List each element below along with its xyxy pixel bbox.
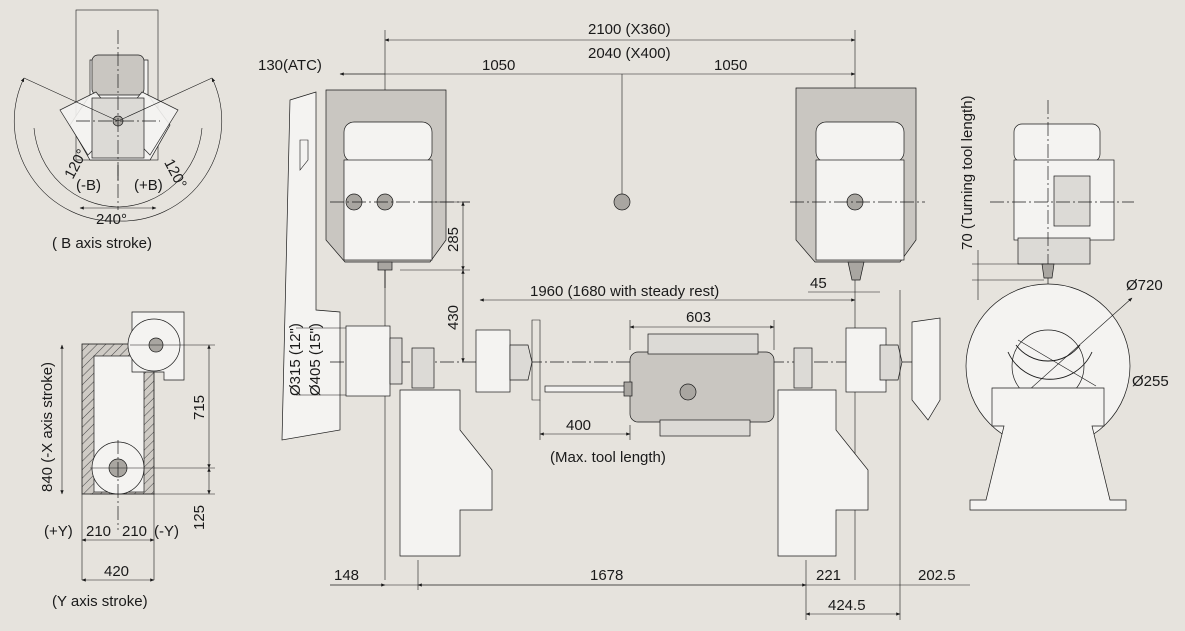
main-front-view: 2100 (X360) 2040 (X400) 130(ATC) 1050 10… xyxy=(258,21,970,620)
dim-1050-right: 1050 xyxy=(714,57,747,74)
dim-125: 125 xyxy=(191,505,208,530)
dim-420: 420 xyxy=(104,563,129,580)
plus-y-label: (+Y) xyxy=(44,523,73,540)
b-right-angle: 120° xyxy=(160,156,190,191)
dim-221: 221 xyxy=(816,567,841,584)
minus-y-label: (-Y) xyxy=(154,523,179,540)
dim-2100: 2100 (X360) xyxy=(588,21,671,38)
dim-1960: 1960 (1680 with steady rest) xyxy=(530,283,719,300)
b-plus-label: (+B) xyxy=(134,177,163,194)
dim-210-left: 210 xyxy=(86,523,111,540)
dim-1050-left: 1050 xyxy=(482,57,515,74)
xy-stroke-view: 840 (-X axis stroke) 715 125 (+Y) 210 21… xyxy=(39,311,215,610)
b-axis-caption: ( B axis stroke) xyxy=(52,235,152,252)
x-axis-stroke: 840 (-X axis stroke) xyxy=(39,362,56,492)
dim-430: 430 xyxy=(445,305,462,330)
side-view: 70 (Turning tool length) Ø720 Ø255 xyxy=(959,95,1169,511)
dim-603: 603 xyxy=(686,309,711,326)
dia-720: Ø720 xyxy=(1126,277,1163,294)
dim-1678: 1678 xyxy=(590,567,623,584)
dim-210-right: 210 xyxy=(122,523,147,540)
turning-tool-length: 70 (Turning tool length) xyxy=(959,95,976,250)
chuck-315: Ø315 (12") xyxy=(287,323,304,396)
max-tool-length: (Max. tool length) xyxy=(550,449,666,466)
dim-45: 45 xyxy=(810,275,827,292)
dim-2040: 2040 (X400) xyxy=(588,45,671,62)
dim-atc: 130(ATC) xyxy=(258,57,322,74)
dim-424-5: 424.5 xyxy=(828,597,866,614)
dim-148: 148 xyxy=(334,567,359,584)
dim-202-5: 202.5 xyxy=(918,567,956,584)
b-axis-view: 120° 120° (-B) (+B) 240° ( B axis stroke… xyxy=(14,9,222,252)
b-minus-label: (-B) xyxy=(76,177,101,194)
b-total-angle: 240° xyxy=(96,211,127,228)
chuck-405: Ø405 (15") xyxy=(307,323,324,396)
dim-285: 285 xyxy=(445,227,462,252)
dim-400: 400 xyxy=(566,417,591,434)
y-axis-caption: (Y axis stroke) xyxy=(52,593,148,610)
dia-255: Ø255 xyxy=(1132,373,1169,390)
dim-715: 715 xyxy=(191,395,208,420)
